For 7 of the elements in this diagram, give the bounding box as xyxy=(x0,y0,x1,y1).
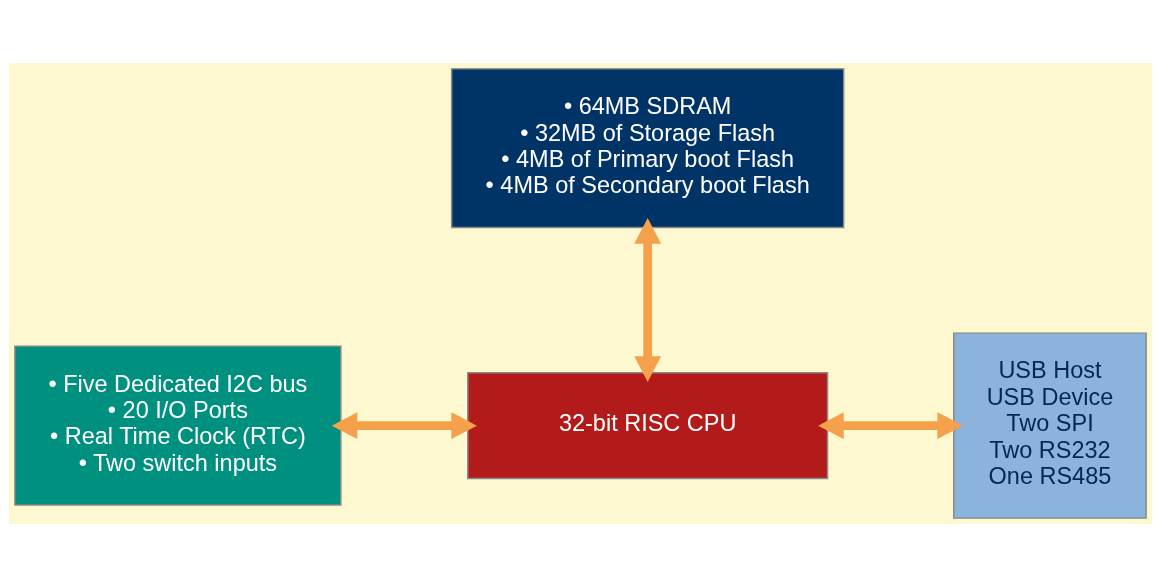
node-box: 32-bit RISC CPU xyxy=(467,372,829,480)
arrow xyxy=(331,412,477,440)
arrow xyxy=(818,412,963,440)
node-box: USB Host USB Device Two SPI Two RS232 One RS485 xyxy=(953,332,1147,519)
node-box: • Five Dedicated I2C bus • 20 I/O Ports • Real Time Clock (RTC) • Two switch inputs xyxy=(14,345,342,506)
arrow xyxy=(634,218,662,382)
node-box: • 64MB SDRAM • 32MB of Storage Flash • 4MB of Primary boot Flash • 4MB of Secondary boot Flash xyxy=(450,68,845,229)
